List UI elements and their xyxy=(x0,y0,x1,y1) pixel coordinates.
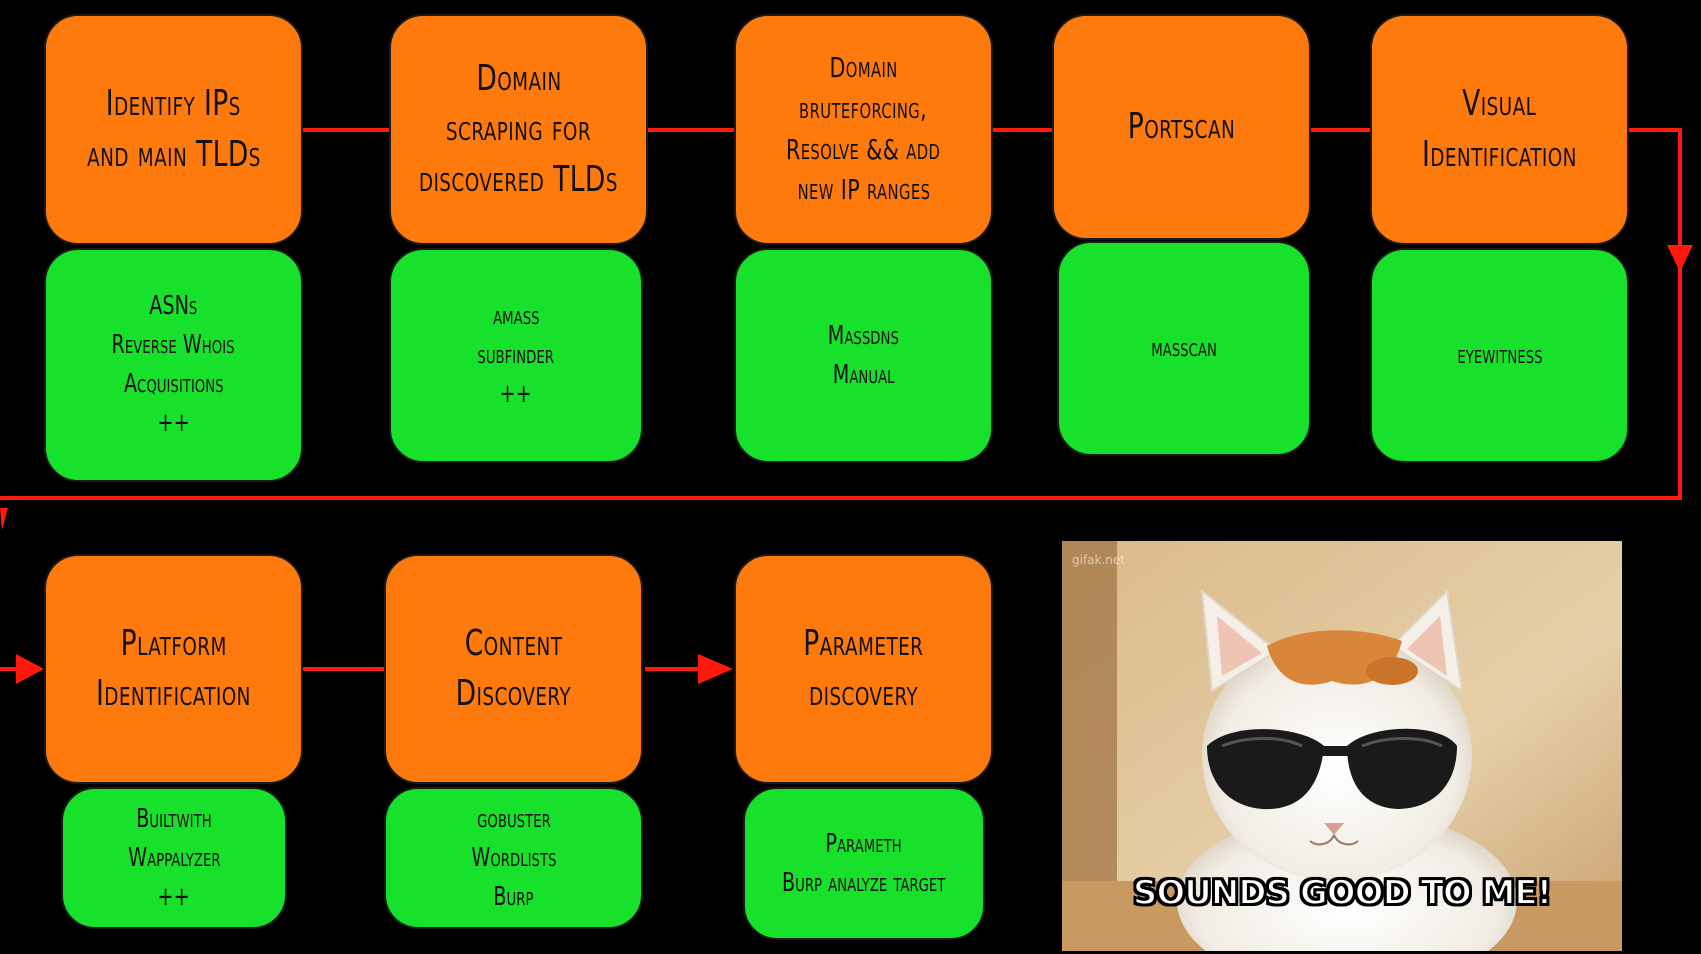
stage-title-line: Discovery xyxy=(455,673,572,714)
tools-content-discovery: gobuster Wordlists Burp xyxy=(384,787,643,929)
stage-content-discovery: Content Discovery xyxy=(384,554,643,784)
tool-item: Burp xyxy=(493,881,534,912)
stage-title-line: bruteforcing, xyxy=(799,91,928,125)
stage-title-line: Visual xyxy=(1462,83,1537,125)
tools-parameter-discovery: Parameth Burp analyze target xyxy=(743,787,985,940)
tool-item: amass xyxy=(492,301,540,331)
cat-with-sunglasses-illustration xyxy=(1062,541,1622,951)
arrowhead-left-stub xyxy=(0,508,8,530)
tool-item: Massdns xyxy=(827,320,900,351)
stage-title-line: Content xyxy=(464,622,563,664)
stage-title-line: Platform xyxy=(120,622,227,664)
stage-title-line: discovery xyxy=(808,673,919,714)
stage-title-line: discovered TLDs xyxy=(418,158,619,200)
stage-title-line: Portscan xyxy=(1127,105,1236,147)
tools-platform-identification: Builtwith Wappalyzer ++ xyxy=(61,787,287,929)
tools-domain-bruteforcing: Massdns Manual xyxy=(734,248,993,463)
tool-item: Builtwith xyxy=(136,803,212,834)
stage-title-line: new IP ranges xyxy=(797,173,930,207)
connector-wrap-right xyxy=(1629,128,1682,260)
tools-visual-identification: eyewitness xyxy=(1370,248,1629,463)
stage-title-line: scraping for xyxy=(445,108,592,150)
stage-portscan: Portscan xyxy=(1052,14,1311,240)
stage-parameter-discovery: Parameter discovery xyxy=(734,554,993,784)
tool-item: ++ xyxy=(157,408,190,438)
tool-item: ++ xyxy=(499,379,533,409)
tool-item: eyewitness xyxy=(1456,340,1543,370)
connector-wrap-bottom xyxy=(0,265,1682,500)
tool-item: Manual xyxy=(832,359,895,390)
stage-title-line: and main TLDs xyxy=(86,133,261,175)
stage-title-line: Domain xyxy=(829,51,898,85)
tool-item: Acquisitions xyxy=(123,369,224,399)
tools-domain-scraping: amass subfinder ++ xyxy=(389,248,643,463)
stage-title-line: Identify IPs xyxy=(106,83,241,125)
tool-item: ASNs xyxy=(149,291,198,321)
tool-item: Burp analyze target xyxy=(782,867,946,898)
tools-portscan: masscan xyxy=(1057,241,1311,456)
tool-item: Reverse Whois xyxy=(111,330,236,360)
stage-title-line: Identification xyxy=(96,673,251,714)
cool-cat-meme-image: gifak.net SOUNDS GOOD TO ME! xyxy=(1062,541,1622,951)
tool-item: Wappalyzer xyxy=(127,842,221,873)
meme-caption: SOUNDS GOOD TO ME! xyxy=(1132,872,1553,914)
tool-item: ++ xyxy=(157,881,191,912)
arrowhead-into-parameter xyxy=(698,654,733,684)
stage-platform-identification: Platform Identification xyxy=(44,554,303,784)
stage-visual-identification: Visual Identification xyxy=(1370,14,1629,245)
arrowhead-down-right xyxy=(1667,245,1693,272)
tool-item: subfinder xyxy=(477,340,555,370)
tools-identify-ips: ASNs Reverse Whois Acquisitions ++ xyxy=(44,248,303,482)
tool-item: Parameth xyxy=(825,828,903,859)
tool-item: Wordlists xyxy=(470,842,557,873)
arrowhead-into-platform xyxy=(16,654,44,684)
stage-title-line: Parameter xyxy=(803,622,924,664)
tool-item: masscan xyxy=(1151,333,1217,363)
stage-title-line: Identification xyxy=(1422,133,1577,175)
stage-identify-ips: Identify IPs and main TLDs xyxy=(44,14,303,245)
stage-domain-scraping: Domain scraping for discovered TLDs xyxy=(389,14,648,245)
tool-item: gobuster xyxy=(476,803,551,834)
stage-title-line: Domain xyxy=(475,57,562,99)
stage-domain-bruteforcing: Domain bruteforcing, Resolve && add new … xyxy=(734,14,993,245)
stage-title-line: Resolve && add xyxy=(786,132,941,166)
meme-watermark: gifak.net xyxy=(1072,553,1125,567)
